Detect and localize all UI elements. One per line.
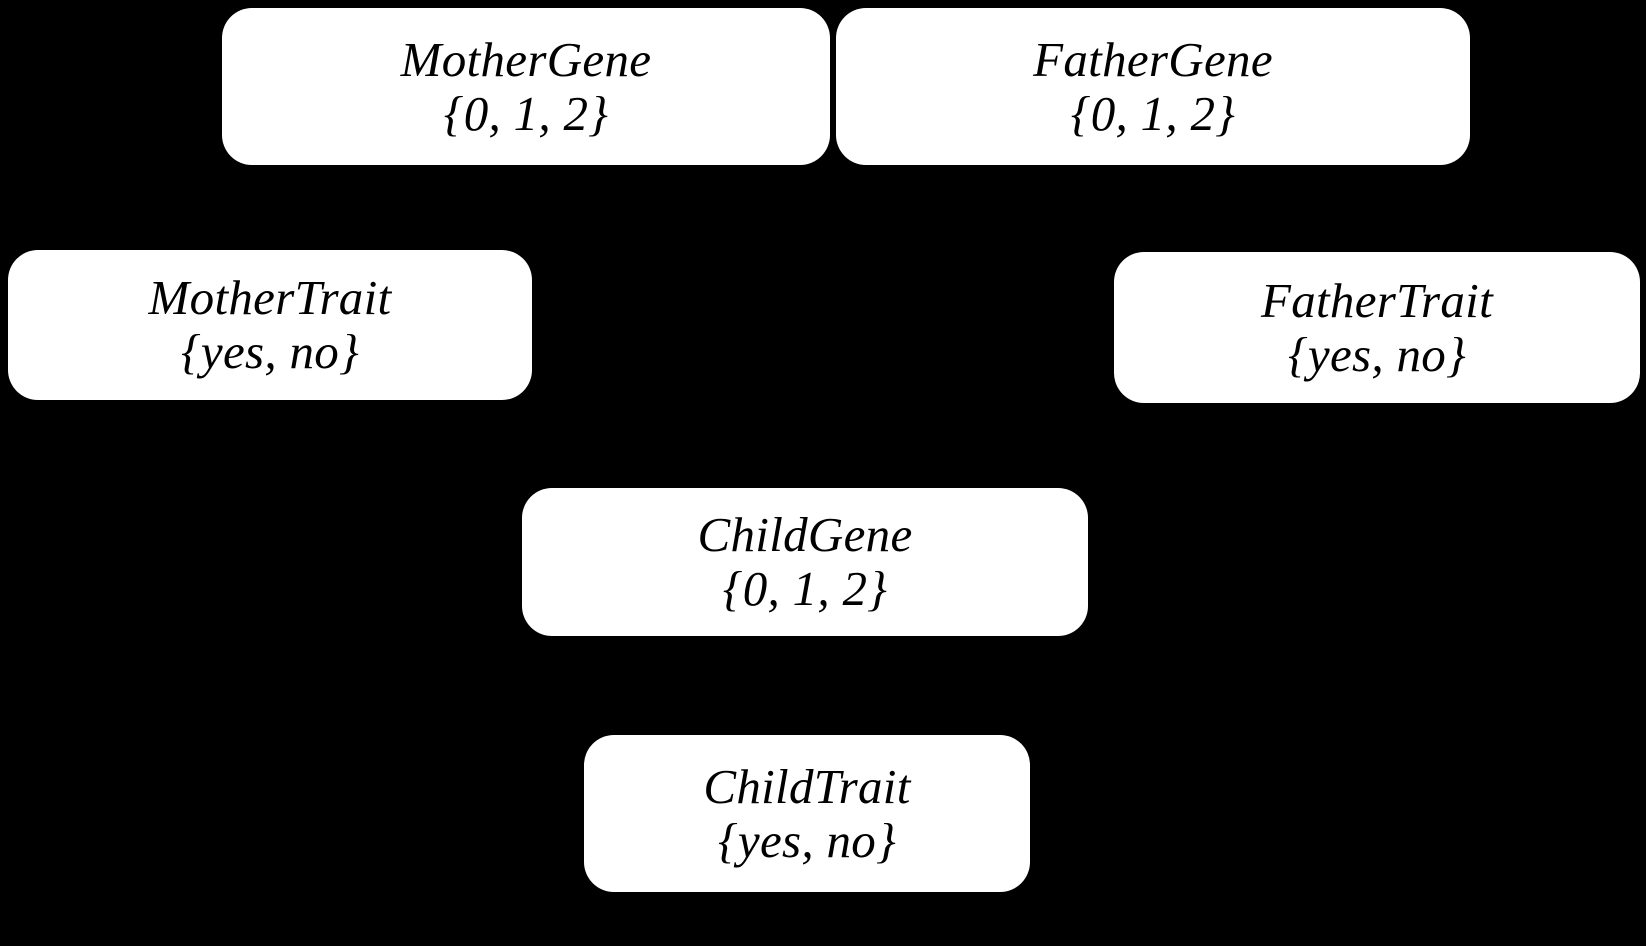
node-father-trait[interactable]: FatherTrait {yes, no} — [1114, 252, 1640, 403]
edge-child-gene-to-child-trait — [803, 635, 809, 736]
node-child-trait-label: ChildTrait — [703, 758, 911, 814]
edge-father-gene-to-child-gene — [928, 164, 1072, 489]
node-mother-gene-domain: {0, 1, 2} — [443, 85, 609, 141]
edge-father-gene-to-father-trait — [1228, 163, 1362, 254]
node-mother-trait[interactable]: MotherTrait {yes, no} — [8, 250, 532, 400]
node-child-trait[interactable]: ChildTrait {yes, no} — [584, 735, 1030, 892]
node-father-gene-label: FatherGene — [1033, 31, 1273, 87]
node-father-trait-domain: {yes, no} — [1288, 326, 1466, 382]
node-father-gene[interactable]: FatherGene {0, 1, 2} — [836, 8, 1470, 165]
edge-mother-gene-to-mother-trait — [288, 163, 422, 252]
edge-mother-gene-to-child-gene — [598, 164, 722, 489]
node-mother-trait-domain: {yes, no} — [181, 324, 359, 379]
node-mother-gene-label: MotherGene — [400, 31, 652, 87]
node-father-trait-label: FatherTrait — [1260, 272, 1493, 328]
node-father-gene-domain: {0, 1, 2} — [1070, 85, 1236, 141]
node-child-gene-domain: {0, 1, 2} — [722, 561, 888, 616]
node-child-trait-domain: {yes, no} — [718, 812, 896, 868]
node-mother-gene[interactable]: MotherGene {0, 1, 2} — [222, 8, 830, 165]
node-child-gene-label: ChildGene — [697, 507, 913, 563]
node-mother-trait-label: MotherTrait — [148, 270, 392, 326]
node-child-gene[interactable]: ChildGene {0, 1, 2} — [522, 488, 1088, 636]
